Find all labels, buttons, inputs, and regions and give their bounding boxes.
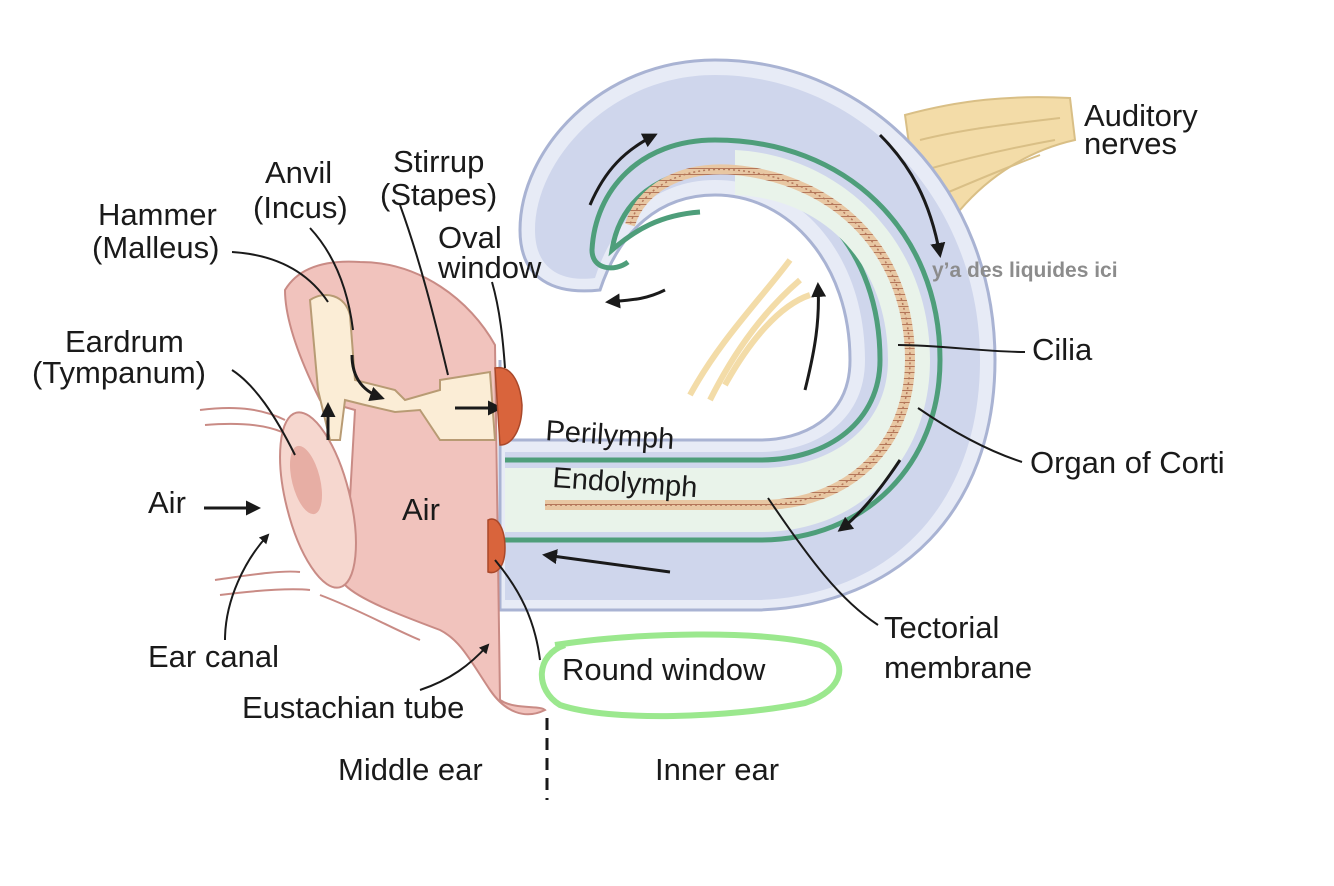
label-air-middle: Air bbox=[402, 492, 440, 527]
label-auditory: Auditory bbox=[1084, 98, 1198, 133]
label-nerves: nerves bbox=[1084, 126, 1177, 161]
annotation-note: y’a des liquides ici bbox=[932, 259, 1118, 282]
label-tectorial: Tectorial bbox=[884, 610, 999, 645]
label-oval: Oval bbox=[438, 220, 502, 255]
label-tympanum: (Tympanum) bbox=[32, 355, 206, 390]
label-eardrum: Eardrum bbox=[65, 324, 184, 359]
label-ear-canal: Ear canal bbox=[148, 639, 279, 674]
label-cilia: Cilia bbox=[1032, 332, 1093, 367]
nerve-fibers-shape bbox=[687, 258, 812, 402]
label-stirrup: Stirrup bbox=[393, 144, 484, 179]
label-round-window: Round window bbox=[562, 652, 766, 687]
label-window: window bbox=[437, 250, 542, 285]
label-eustachian-tube: Eustachian tube bbox=[242, 690, 464, 725]
label-middle-ear: Middle ear bbox=[338, 752, 483, 787]
label-malleus: (Malleus) bbox=[92, 230, 219, 265]
label-organ-of-corti: Organ of Corti bbox=[1030, 445, 1225, 480]
middle-ear-shape bbox=[199, 260, 547, 716]
label-anvil: Anvil bbox=[265, 155, 332, 190]
cochlea-shape bbox=[498, 58, 997, 612]
label-incus: (Incus) bbox=[253, 190, 348, 225]
leader-lines bbox=[204, 204, 1026, 691]
round-window-highlight bbox=[538, 631, 843, 720]
label-air-outer: Air bbox=[148, 485, 186, 520]
label-membrane: membrane bbox=[884, 650, 1032, 685]
label-stapes: (Stapes) bbox=[380, 177, 497, 212]
label-hammer: Hammer bbox=[98, 197, 217, 232]
label-inner-ear: Inner ear bbox=[655, 752, 779, 787]
